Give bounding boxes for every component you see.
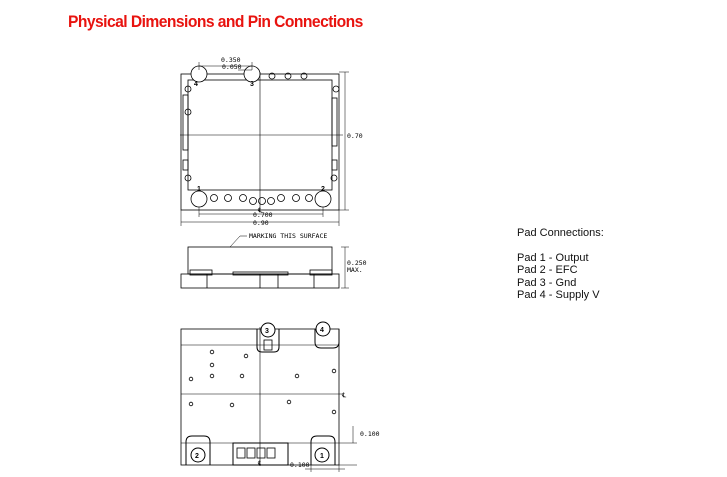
- dim-070: 0.70: [347, 132, 363, 140]
- top-view: 0.350 0.050 0.70 0.700 0.90 4 3 1 2 ℄: [180, 56, 363, 227]
- bottom-pin-4-pad: [315, 321, 331, 337]
- height-max: MAX.: [347, 266, 363, 274]
- bottom-dim-pad-b: 0.100: [290, 461, 310, 469]
- dim-0050: 0.050: [222, 63, 242, 71]
- bottom-pin-3-label: 3: [265, 328, 269, 335]
- pad-item-1: Pad 1 - Output: [517, 251, 589, 264]
- bottom-centerline-b: ℄: [257, 459, 263, 467]
- pad-item-3: Pad 3 - Gnd: [517, 276, 577, 289]
- pin-2-pad: [314, 190, 332, 208]
- bottom-pin-1-pad: [314, 447, 330, 463]
- bottom-dim-pad-a: 0.100: [360, 430, 380, 438]
- dim-0700: 0.700: [253, 211, 273, 219]
- pad-item-4: Pad 4 - Supply V: [517, 289, 600, 301]
- height-value: 0.250: [347, 259, 367, 267]
- bottom-pin-1-label: 1: [320, 453, 324, 460]
- top-centerline-mark: ℄: [257, 206, 263, 214]
- bottom-pin-2-pad: [190, 447, 206, 463]
- pin-2-label: 2: [321, 186, 325, 193]
- pad-connections: Pad Connections: Pad 1 - Output Pad 2 - …: [517, 227, 604, 302]
- marking-surface-note: MARKING THIS SURFACE: [249, 232, 327, 240]
- pad-item-2: Pad 2 - EFC: [517, 264, 578, 276]
- pin-3-label: 3: [250, 81, 254, 88]
- bottom-view: 3 4 2 1 0.100 0.100 ℄ ℄: [180, 321, 380, 472]
- dim-090: 0.90: [253, 219, 269, 227]
- pad-connections-heading: Pad Connections:: [517, 227, 604, 239]
- side-view: MARKING THIS SURFACE 0.250 MAX.: [180, 232, 367, 289]
- bottom-pin-4-label: 4: [320, 327, 324, 334]
- bottom-pin-3-pad: [260, 322, 276, 338]
- bottom-centerline-a: ℄: [341, 391, 347, 399]
- page-title: Physical Dimensions and Pin Connections: [68, 12, 363, 31]
- dim-0350: 0.350: [221, 56, 241, 64]
- pin-4-label: 4: [194, 81, 198, 88]
- bottom-pin-2-label: 2: [195, 453, 199, 460]
- pin-1-label: 1: [197, 186, 201, 193]
- pin-1-pad: [190, 190, 208, 208]
